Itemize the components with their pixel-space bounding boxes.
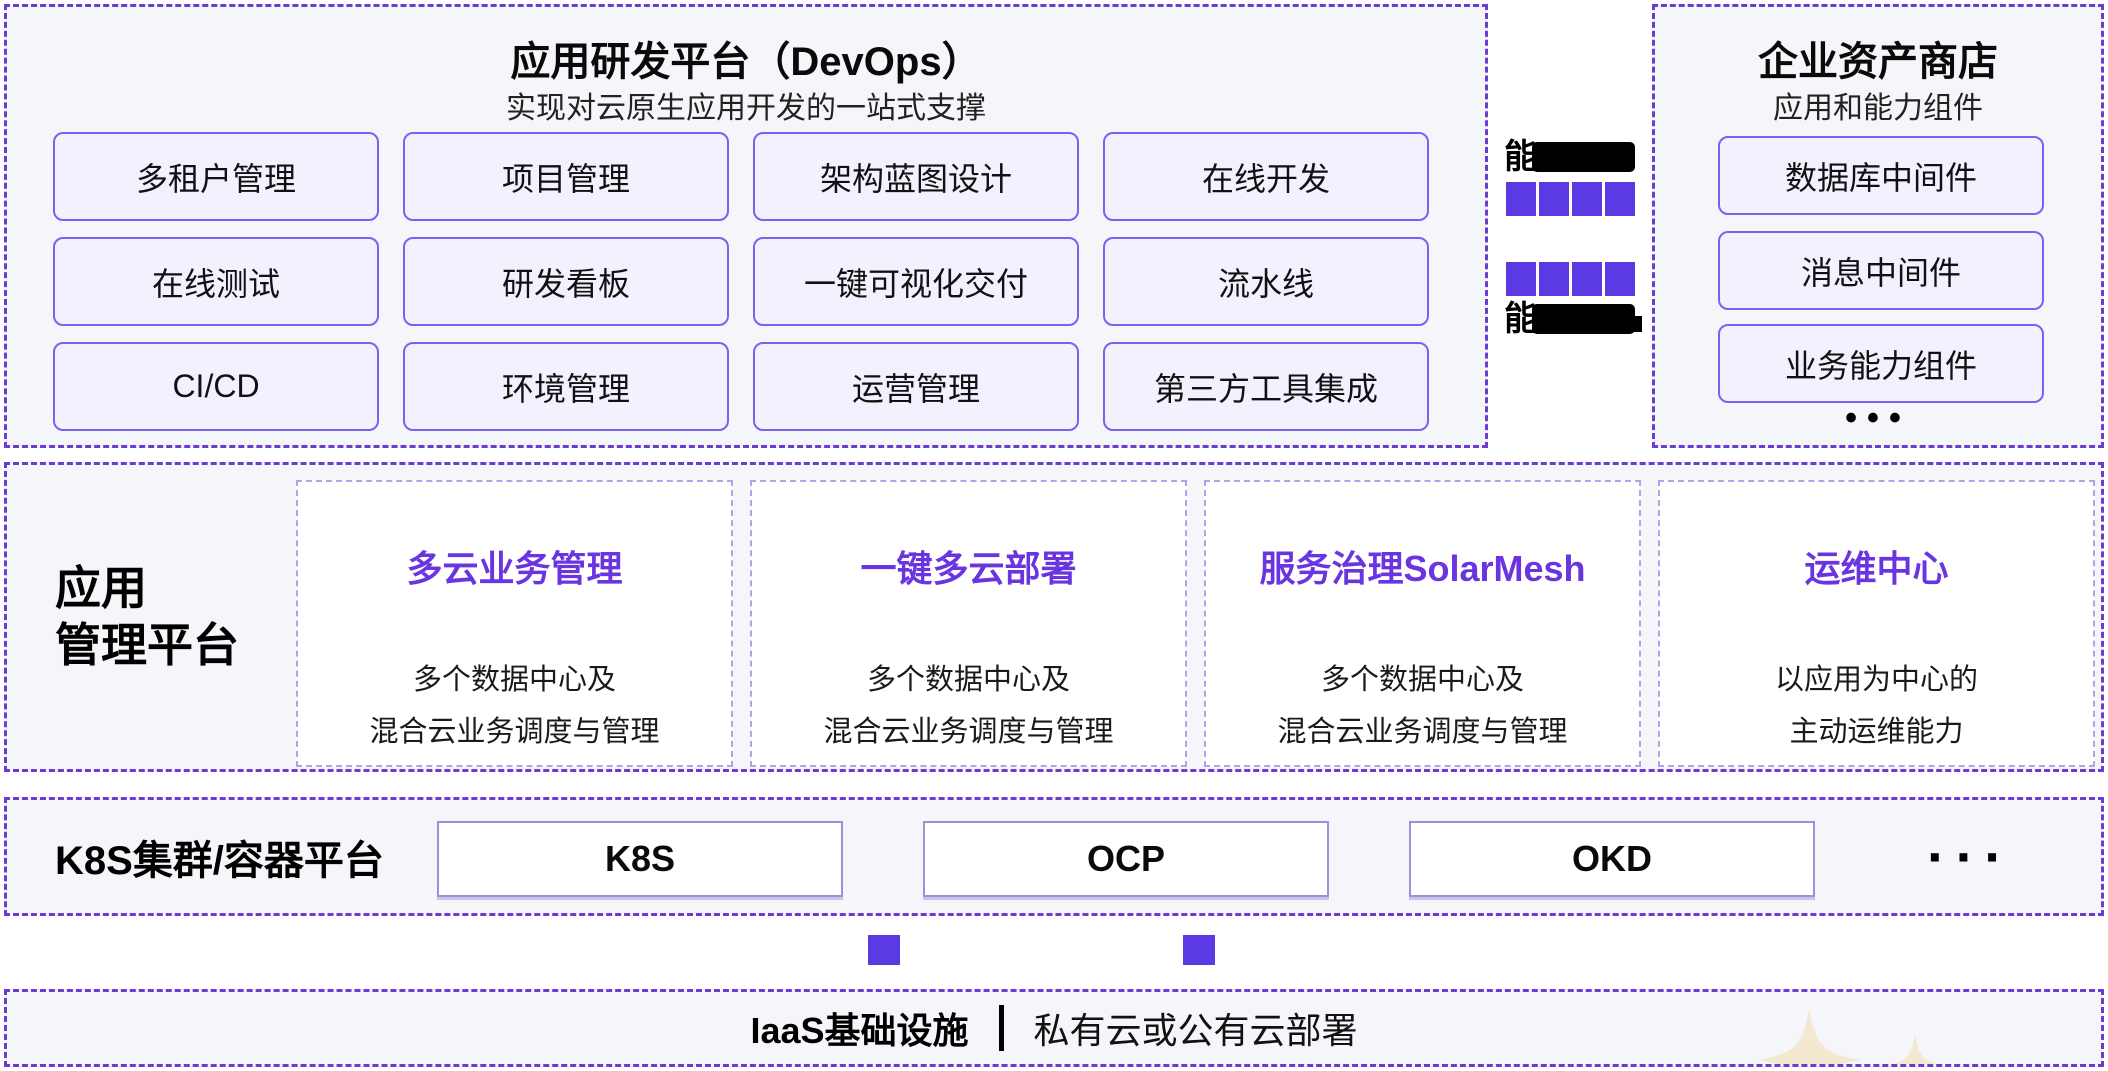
feature-blueprint-design: 架构蓝图设计 bbox=[753, 132, 1079, 221]
feature-online-test: 在线测试 bbox=[53, 237, 379, 326]
flow-square bbox=[1506, 182, 1536, 216]
card-multicloud-business-mgmt: 多云业务管理 多个数据中心及混合云业务调度与管理 bbox=[296, 480, 733, 767]
feature-ops-mgmt: 运营管理 bbox=[753, 342, 1079, 431]
app-mgmt-cards: 多云业务管理 多个数据中心及混合云业务调度与管理 一键多云部署 多个数据中心及混… bbox=[296, 480, 2095, 767]
store-more-dots: ••• bbox=[1845, 399, 1911, 437]
feature-visual-delivery: 一键可视化交付 bbox=[753, 237, 1079, 326]
flow-squares-left bbox=[1506, 262, 1635, 296]
feature-multitenant: 多租户管理 bbox=[53, 132, 379, 221]
card-service-governance-solarmesh: 服务治理SolarMesh 多个数据中心及混合云业务调度与管理 bbox=[1204, 480, 1641, 767]
flow-square bbox=[1605, 182, 1635, 216]
flow-square bbox=[1506, 262, 1536, 296]
k8s-band: K8S集群/容器平台 K8S OCP OKD ··· bbox=[4, 797, 2104, 916]
feature-project-mgmt: 项目管理 bbox=[403, 132, 729, 221]
obscured-text-bar-bottom bbox=[1532, 304, 1642, 334]
feature-pipeline: 流水线 bbox=[1103, 237, 1429, 326]
feature-cicd: CI/CD bbox=[53, 342, 379, 431]
flow-square bbox=[1605, 262, 1635, 296]
flow-square bbox=[1572, 182, 1602, 216]
capability-deposit-label: 能 bbox=[1504, 302, 1642, 336]
sparkle-watermark-small bbox=[1892, 1034, 1938, 1064]
card-ops-center: 运维中心 以应用为中心的主动运维能力 bbox=[1658, 480, 2095, 767]
app-mgmt-band: 应用 管理平台 多云业务管理 多个数据中心及混合云业务调度与管理 一键多云部署 … bbox=[4, 462, 2104, 772]
feature-3rd-party-tools: 第三方工具集成 bbox=[1103, 342, 1429, 431]
asset-store-subtitle: 应用和能力组件 bbox=[1773, 92, 1983, 125]
flow-square bbox=[1539, 182, 1569, 216]
flow-square bbox=[1572, 262, 1602, 296]
k8s-boxes: K8S OCP OKD bbox=[437, 821, 1815, 897]
k8s-box-k8s: K8S bbox=[437, 821, 843, 897]
k8s-box-okd: OKD bbox=[1409, 821, 1815, 897]
k8s-box-ocp: OCP bbox=[923, 821, 1329, 897]
feature-rd-kanban: 研发看板 bbox=[403, 237, 729, 326]
devops-platform-panel: 应用研发平台（DevOps） 实现对云原生应用开发的一站式支撑 多租户管理 项目… bbox=[4, 4, 1488, 448]
iaas-divider bbox=[998, 1005, 1004, 1051]
store-item-database-middleware: 数据库中间件 bbox=[1718, 136, 2044, 215]
k8s-more-dots: ··· bbox=[1927, 825, 2013, 888]
iaas-band: IaaS基础设施 私有云或公有云部署 bbox=[4, 989, 2104, 1067]
app-mgmt-band-label: 应用 管理平台 bbox=[55, 561, 239, 672]
card-oneclick-multicloud-deploy: 一键多云部署 多个数据中心及混合云业务调度与管理 bbox=[750, 480, 1187, 767]
flow-squares-right bbox=[1506, 182, 1635, 216]
flow-square bbox=[1539, 262, 1569, 296]
iaas-label-regular: 私有云或公有云部署 bbox=[1033, 1010, 1358, 1051]
connector-square-right bbox=[1183, 935, 1215, 965]
asset-store-panel: 企业资产商店 应用和能力组件 数据库中间件 消息中间件 业务能力组件 ••• bbox=[1652, 4, 2104, 448]
devops-feature-grid: 多租户管理 项目管理 架构蓝图设计 在线开发 在线测试 研发看板 一键可视化交付… bbox=[53, 132, 1429, 431]
k8s-band-label: K8S集群/容器平台 bbox=[55, 838, 384, 883]
feature-env-mgmt: 环境管理 bbox=[403, 342, 729, 431]
iaas-label-bold: IaaS基础设施 bbox=[750, 1010, 969, 1051]
iaas-label-row: IaaS基础设施 私有云或公有云部署 bbox=[7, 992, 2101, 1064]
capability-output-label: 能 bbox=[1504, 140, 1635, 174]
devops-panel-subtitle: 实现对云原生应用开发的一站式支撑 bbox=[506, 92, 986, 125]
connector-square-left bbox=[868, 935, 900, 965]
store-item-business-components: 业务能力组件 bbox=[1718, 324, 2044, 403]
store-item-message-middleware: 消息中间件 bbox=[1718, 231, 2044, 310]
obscured-text-bar-top bbox=[1532, 142, 1635, 172]
sparkle-watermark-big bbox=[1757, 1008, 1861, 1064]
feature-online-dev: 在线开发 bbox=[1103, 132, 1429, 221]
asset-store-title: 企业资产商店 bbox=[1758, 40, 1998, 84]
devops-panel-title: 应用研发平台（DevOps） bbox=[510, 40, 982, 84]
